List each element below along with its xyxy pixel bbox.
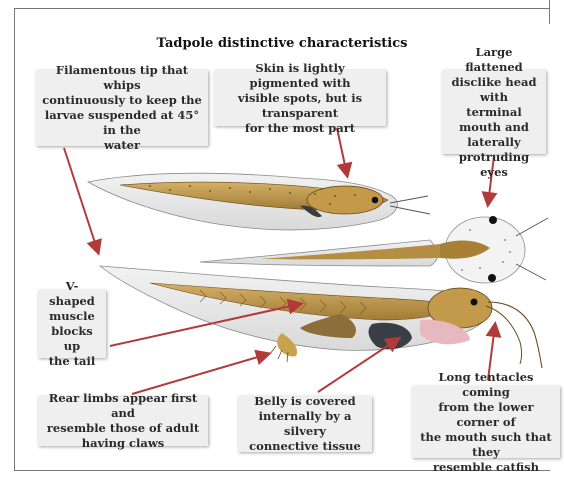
- label-filamentous-tip: Filamentous tip that whips continuously …: [36, 70, 208, 146]
- label-rear-limbs: Rear limbs appear first and resemble tho…: [38, 396, 208, 446]
- label-belly: Belly is covered internally by a silvery…: [238, 396, 372, 452]
- label-disclike-head: Large flattened disclike head with termi…: [442, 70, 546, 154]
- label-v-shaped-muscle: V-shaped muscle blocks up the tail: [38, 290, 106, 358]
- arrow-limbs: [132, 354, 268, 394]
- label-skin-pigment: Skin is lightly pigmented with visible s…: [214, 70, 386, 126]
- label-tentacles: Long tentacles coming from the lower cor…: [412, 386, 560, 458]
- tadpole-side-view: [88, 173, 430, 230]
- arrow-filament: [64, 148, 98, 252]
